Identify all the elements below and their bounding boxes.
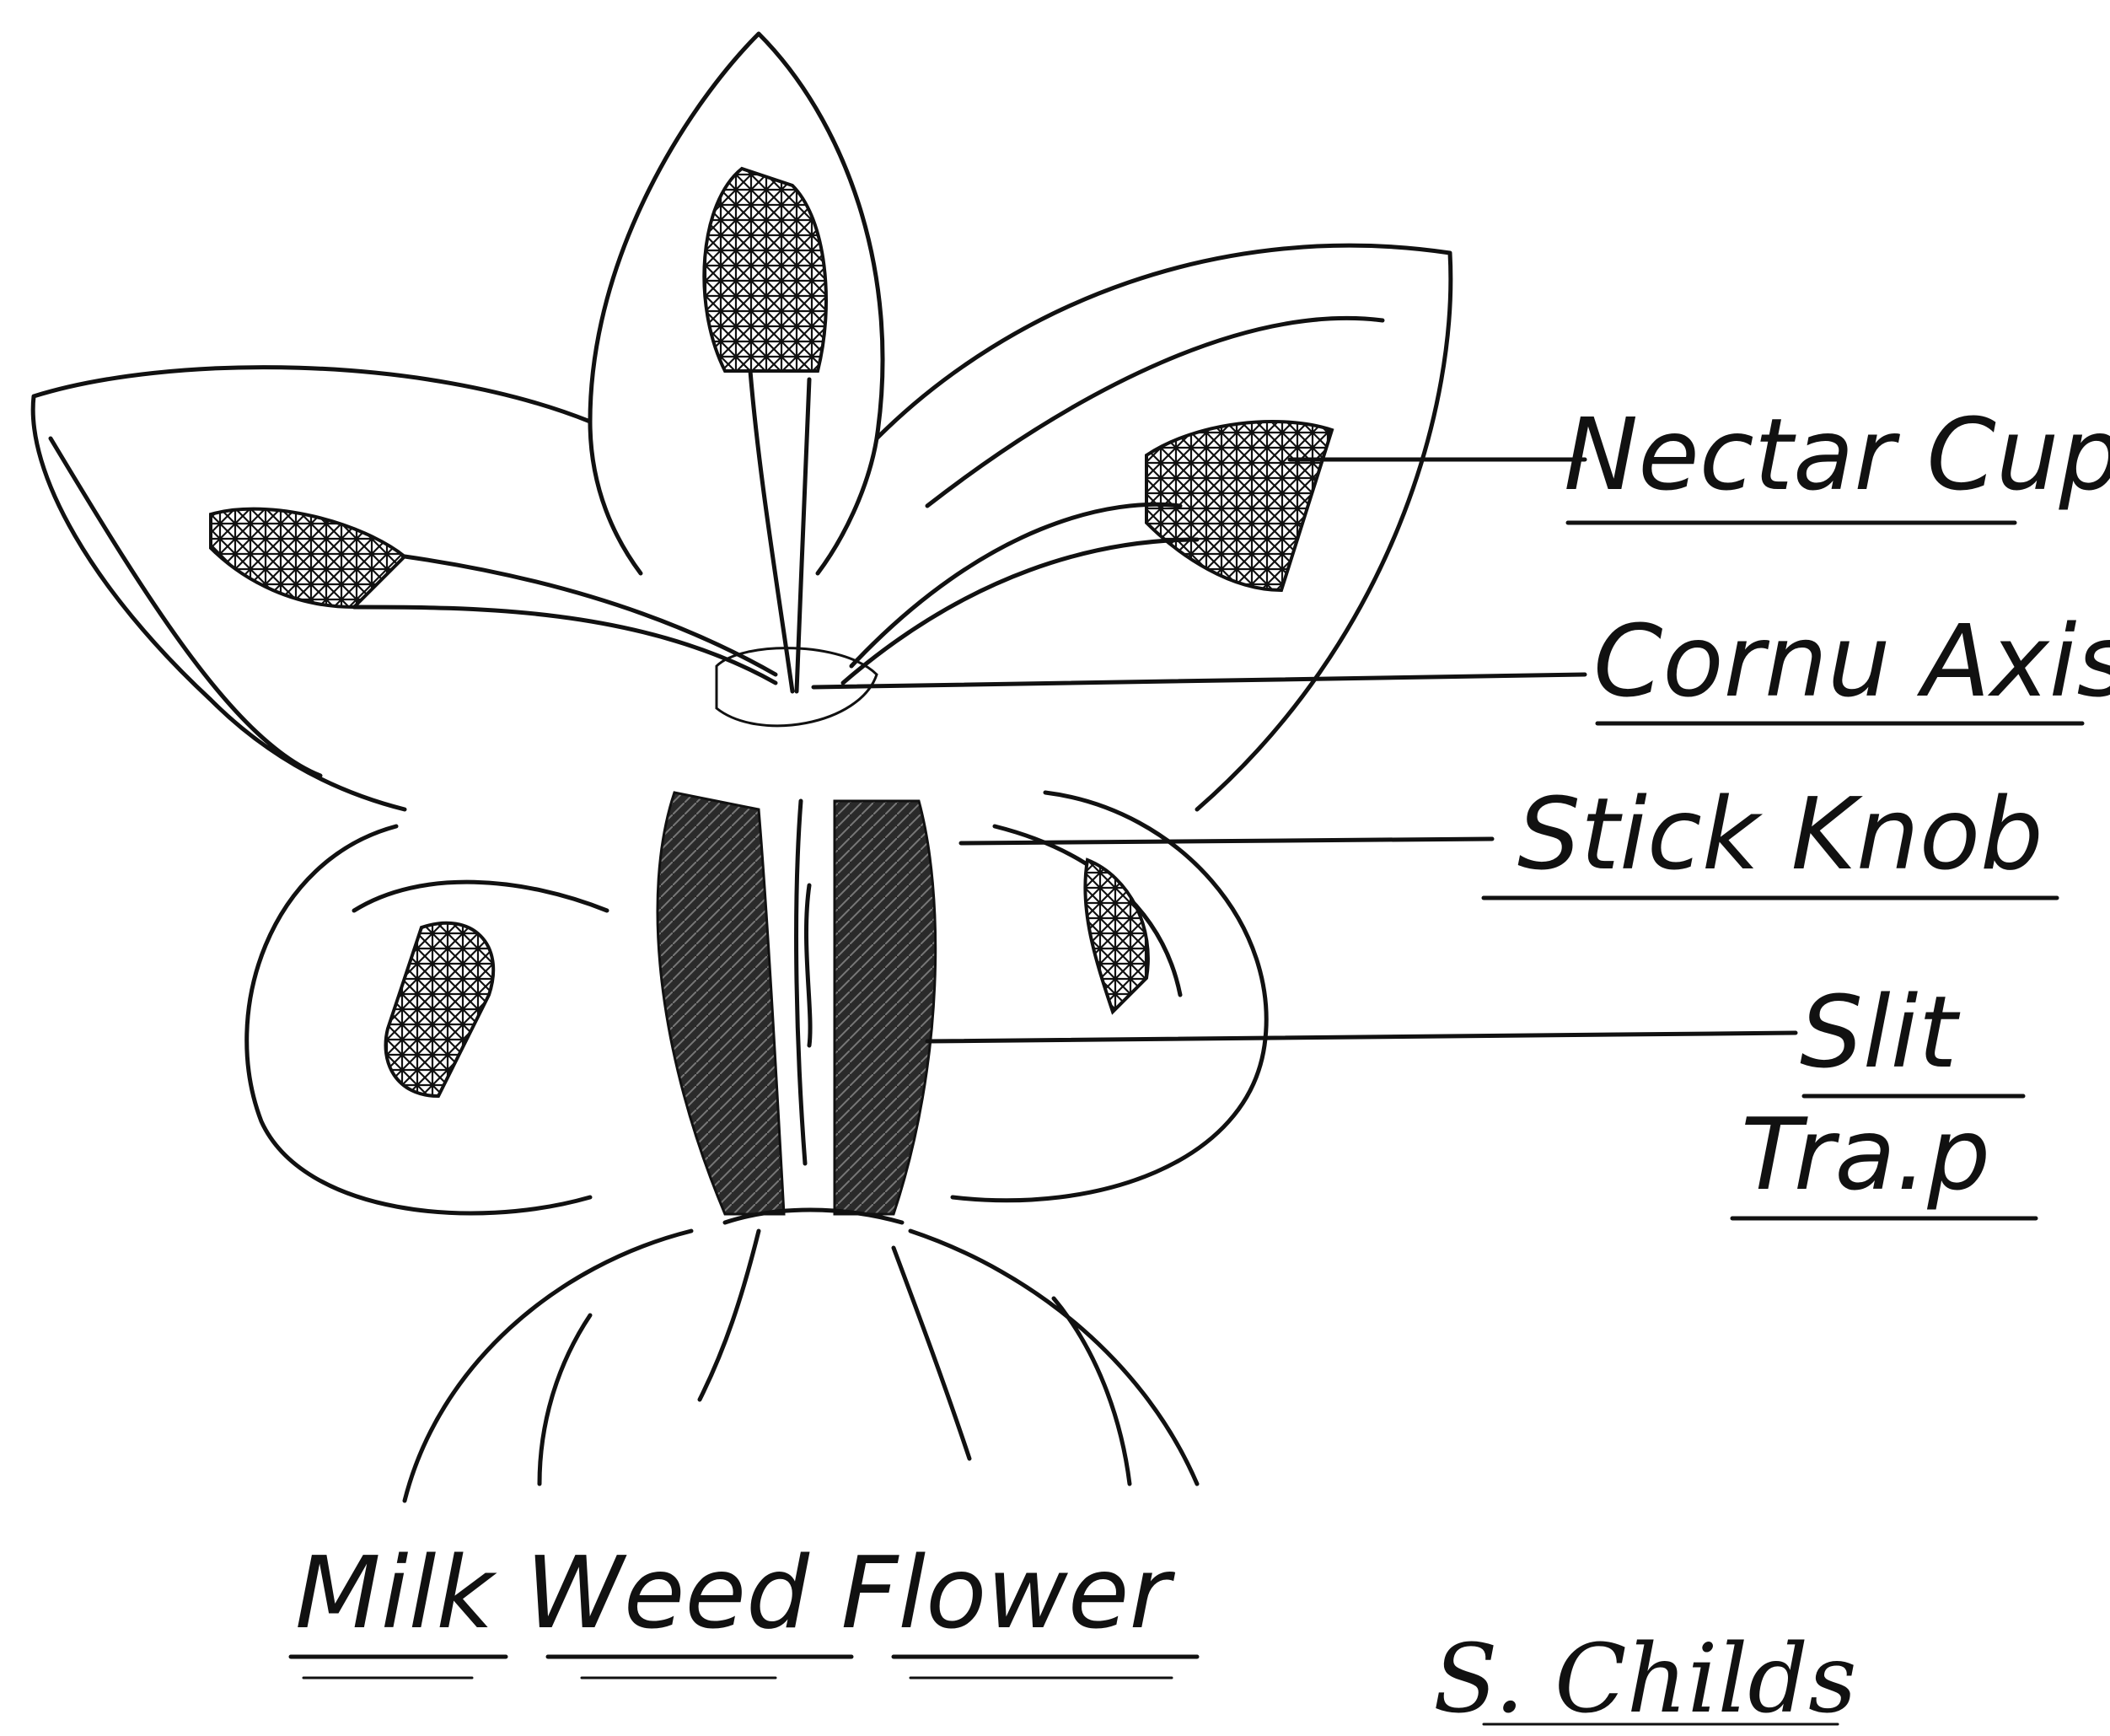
top-horn xyxy=(750,371,809,691)
signature-group: S. Childs xyxy=(1433,1625,1857,1734)
lower-right-nectar-cup xyxy=(1085,860,1148,1012)
label-slit: Slit xyxy=(1800,974,1960,1090)
label-cornu-axis: Cornu Axis xyxy=(1593,603,2110,719)
central-column-right xyxy=(835,801,936,1214)
slit-leader xyxy=(927,1033,1796,1041)
title-group: Milk Weed Flower xyxy=(291,1534,1197,1678)
left-nectar-cup xyxy=(211,509,405,607)
lower-left-nectar-cup xyxy=(386,923,494,1096)
labels: Nectar Cup Cornu Axis Stick Knob Slit Tr… xyxy=(1484,396,2110,1218)
slit-trap xyxy=(797,801,811,1164)
left-horn xyxy=(354,556,776,683)
label-trap: Tra.p xyxy=(1741,1096,1990,1212)
label-nectar-cup: Nectar Cup xyxy=(1564,396,2110,513)
top-nectar-cup xyxy=(704,169,826,371)
right-horn xyxy=(843,504,1197,683)
calyx xyxy=(405,1210,1197,1501)
signature: S. Childs xyxy=(1433,1625,1857,1734)
central-column-left xyxy=(658,793,784,1214)
diagram-title: Milk Weed Flower xyxy=(295,1534,1175,1651)
label-stick-knob: Stick Knob xyxy=(1517,776,2043,892)
flower-illustration xyxy=(33,34,1451,1501)
cornu-axis-leader xyxy=(813,675,1585,687)
leader-lines xyxy=(813,460,1796,1041)
